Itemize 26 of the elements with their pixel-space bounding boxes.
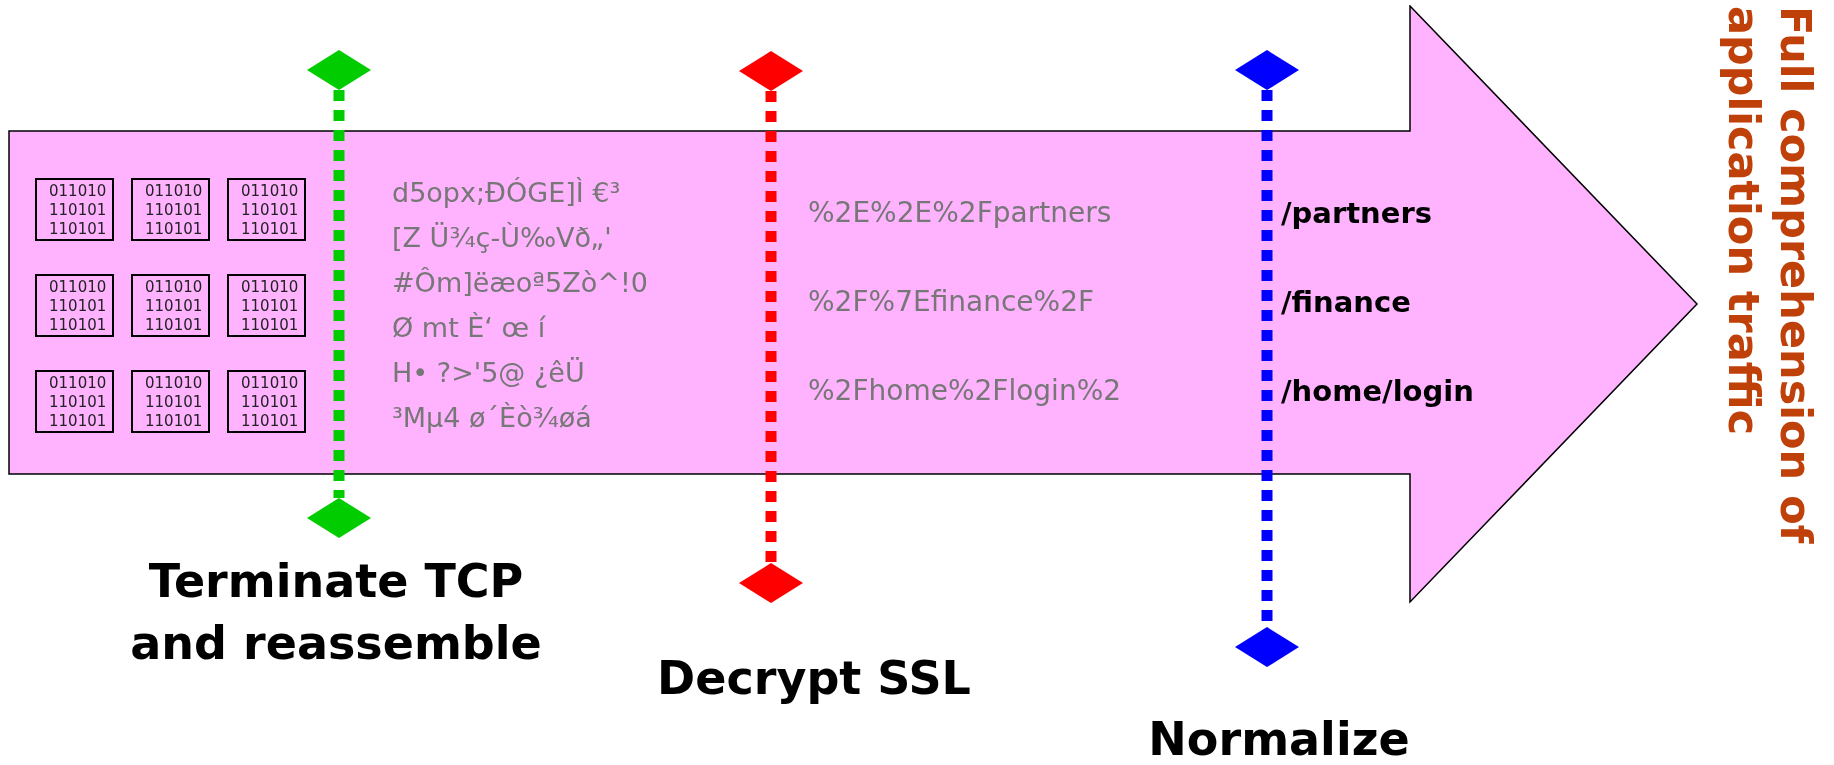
data-packet: 011010 110101 110101 bbox=[227, 274, 306, 337]
data-packet: 011010 110101 110101 bbox=[35, 178, 114, 241]
stage-caption: Terminate TCP and reassemble bbox=[129, 553, 543, 672]
data-packet: 011010 110101 110101 bbox=[131, 178, 210, 241]
ciphertext-line: Ø mt È‘ œ í bbox=[392, 311, 546, 345]
normalized-path: /home/login bbox=[1281, 374, 1474, 408]
data-packet: 011010 110101 110101 bbox=[35, 274, 114, 337]
encoded-url: %2Fhome%2Flogin%2 bbox=[808, 374, 1122, 408]
encoded-url: %2E%2E%2Fpartners bbox=[808, 196, 1112, 230]
data-packet: 011010 110101 110101 bbox=[35, 370, 114, 433]
ciphertext-line: H• ?>'5@ ¿êÜ bbox=[392, 356, 585, 390]
side-heading: Full comprehension of application traffic bbox=[1718, 6, 1822, 546]
encoded-url: %2F%7Efinance%2F bbox=[808, 285, 1095, 319]
data-packet: 011010 110101 110101 bbox=[227, 178, 306, 241]
stage-caption: Normalize bbox=[1147, 711, 1411, 765]
pipeline-arrow bbox=[8, 5, 1699, 604]
ciphertext-line: #Ôm]ëæoª5Zò^!0 bbox=[392, 266, 648, 300]
stage-caption: Decrypt SSL bbox=[656, 650, 972, 707]
normalized-path: /partners bbox=[1281, 196, 1432, 230]
normalized-path: /finance bbox=[1281, 285, 1411, 319]
ciphertext-line: [Z Ü¾ç-Ù‰Vð„' bbox=[392, 221, 612, 255]
ciphertext-line: ³Mµ4 ø´Èò¾øá bbox=[392, 401, 592, 435]
data-packet: 011010 110101 110101 bbox=[131, 370, 210, 433]
data-packet: 011010 110101 110101 bbox=[227, 370, 306, 433]
data-packet: 011010 110101 110101 bbox=[131, 274, 210, 337]
ciphertext-line: d5opx;ÐÓGE]Ì €³ bbox=[392, 176, 621, 210]
